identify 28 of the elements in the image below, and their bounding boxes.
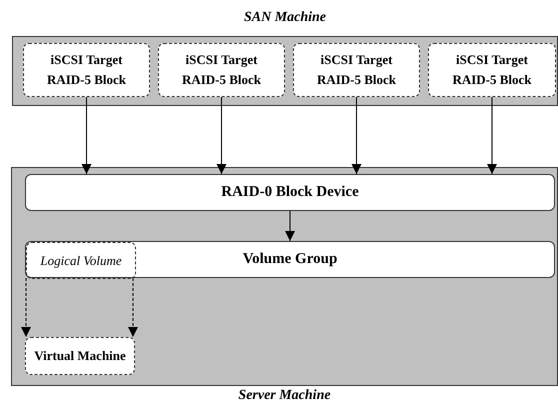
box-label: Virtual Machine [34, 348, 126, 364]
box-label: Volume Group [242, 251, 338, 268]
target-box [293, 43, 420, 97]
target-box [158, 43, 285, 97]
arrow [487, 96, 497, 174]
arrow [216, 96, 226, 174]
arrow [128, 278, 138, 338]
arrow [352, 96, 362, 174]
box-label: iSCSI Target [50, 51, 122, 69]
arrow [82, 96, 92, 174]
box-label: RAID-5 Block [452, 71, 532, 89]
box-label: RAID-5 Block [316, 71, 396, 89]
box-label: iSCSI Target [456, 51, 528, 69]
vm-box [25, 337, 135, 375]
machine-title: SAN Machine [244, 10, 326, 26]
box-label: iSCSI Target [186, 51, 258, 69]
box-label: iSCSI Target [320, 51, 392, 69]
layer-box [25, 241, 555, 278]
machine-title: Server Machine [238, 388, 331, 404]
target-box [428, 43, 556, 97]
box-label: RAID-0 Block Device [221, 184, 359, 201]
box-label: RAID-5 Block [46, 71, 126, 89]
box-label: Logical Volume [40, 252, 122, 268]
target-box [23, 43, 150, 97]
layer-box [25, 174, 555, 211]
arrow [285, 210, 295, 242]
box-label: RAID-5 Block [182, 71, 262, 89]
arrow [21, 278, 31, 338]
